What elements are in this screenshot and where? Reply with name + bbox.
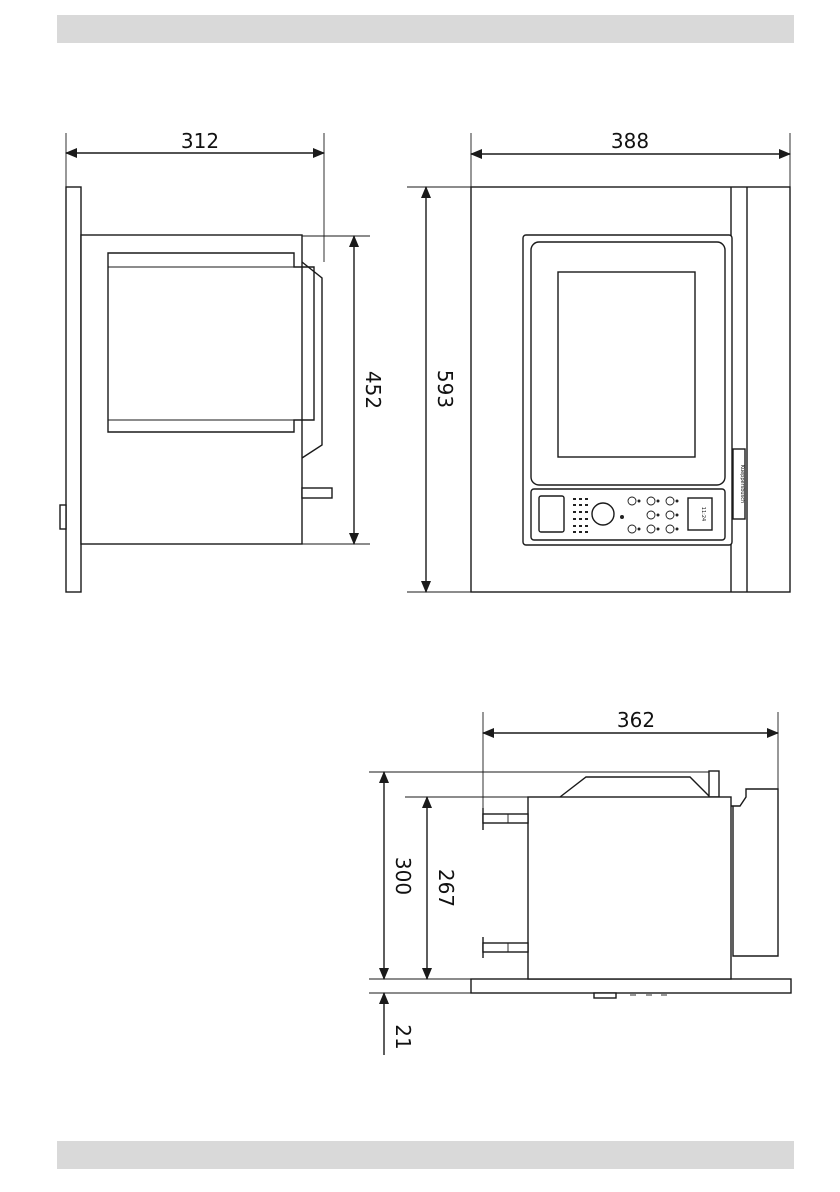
dim-label-388: 388 <box>611 129 649 153</box>
dim-label-312: 312 <box>181 129 219 153</box>
top-bulge <box>560 777 710 797</box>
pipe-upper <box>483 814 528 823</box>
dim-label-593: 593 <box>433 370 457 408</box>
dim-label-300: 300 <box>391 857 415 895</box>
side-body <box>81 235 302 544</box>
side-back-bulge <box>302 262 322 458</box>
dim-label-362: 362 <box>617 708 655 732</box>
top-foot <box>594 993 616 998</box>
top-base-plate <box>471 979 791 993</box>
top-front-panel <box>731 789 778 956</box>
side-front-panel <box>66 187 81 592</box>
display-label: 11:24 <box>700 507 706 521</box>
side-connector <box>302 488 332 498</box>
top-body <box>528 797 731 979</box>
side-hinge <box>60 505 66 529</box>
dim-label-21: 21 <box>391 1024 415 1049</box>
dim-label-267: 267 <box>434 869 458 907</box>
front-window <box>558 272 695 457</box>
pipe-lower <box>483 943 528 952</box>
control-display <box>688 498 712 530</box>
dim-label-452: 452 <box>361 371 385 409</box>
top-flange <box>709 771 719 797</box>
side-view: 312 452 <box>60 129 385 592</box>
front-view: Kueppersbusch 11:24 <box>407 129 790 592</box>
control-knob <box>592 503 614 525</box>
control-handle <box>539 496 564 532</box>
brand-label: Kueppersbusch <box>739 465 745 503</box>
top-view: 362 300 267 21 <box>369 708 791 1055</box>
